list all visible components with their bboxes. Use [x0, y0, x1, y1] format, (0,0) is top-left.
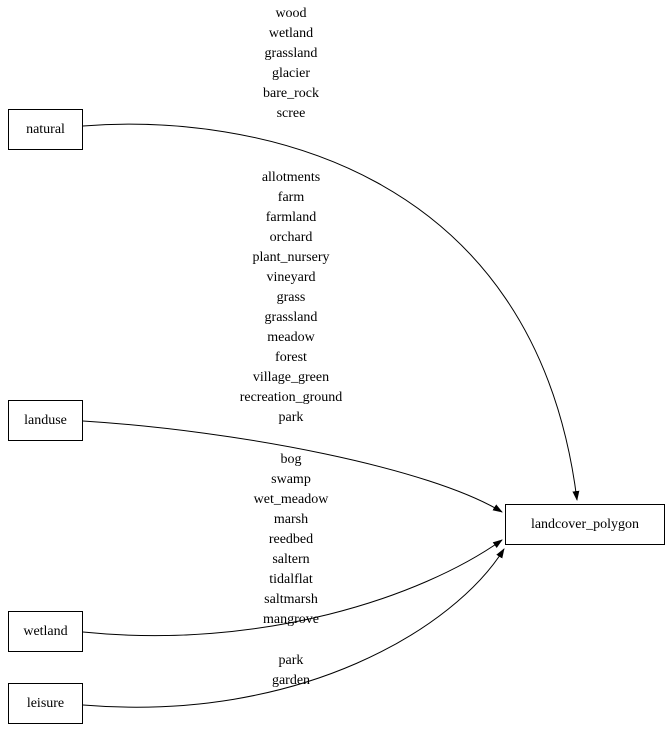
node-landcover-polygon-label: landcover_polygon — [530, 516, 640, 532]
node-landcover-polygon: landcover_polygon — [505, 504, 665, 545]
node-wetland-label: wetland — [23, 623, 68, 639]
edge-label-landuse-values: allotments farm farmland orchard plant_n… — [239, 170, 343, 425]
edge-leisure-to-landcover — [82, 548, 505, 708]
edge-natural-to-landcover — [82, 123, 580, 501]
node-landuse: landuse — [8, 400, 83, 441]
edge-label-natural-values: wood wetland grassland glacier bare_rock… — [263, 6, 319, 121]
node-wetland: wetland — [8, 611, 83, 652]
edge-landuse-to-landcover — [82, 420, 503, 513]
node-leisure: leisure — [8, 683, 83, 724]
edge-label-wetland-values: bog swamp wet_meadow marsh reedbed salte… — [253, 452, 329, 627]
node-landuse-label: landuse — [24, 412, 67, 428]
node-natural: natural — [8, 109, 83, 150]
edge-label-leisure-values: park garden — [271, 653, 311, 688]
node-natural-label: natural — [26, 121, 65, 137]
edge-wetland-to-landcover — [82, 539, 503, 637]
node-leisure-label: leisure — [26, 695, 65, 711]
